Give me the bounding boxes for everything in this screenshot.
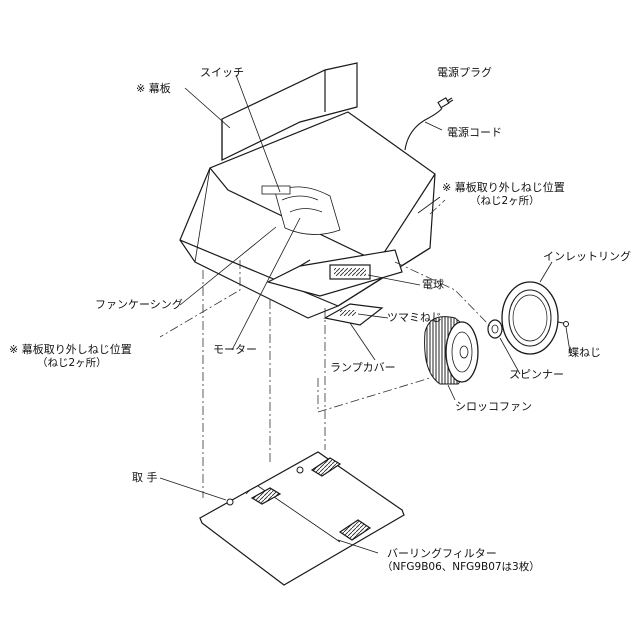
label-switch: スイッチ bbox=[200, 66, 244, 79]
filter-panel bbox=[198, 451, 405, 586]
label-sirocco-fan: シロッコファン bbox=[455, 400, 532, 413]
hood-body bbox=[179, 62, 436, 326]
label-screw-pos-top: ※ 幕板取り外しねじ位置 bbox=[442, 181, 565, 194]
label-filter: バーリングフィルター bbox=[387, 547, 497, 560]
label-butterfly-screw: 蝶ねじ bbox=[568, 346, 601, 359]
spinner bbox=[487, 319, 503, 339]
projection-lines bbox=[159, 199, 491, 498]
sirocco-fan bbox=[424, 316, 479, 385]
label-motor: モーター bbox=[213, 343, 257, 356]
power-cord bbox=[404, 97, 454, 151]
label-fan-casing: ファンケーシング bbox=[95, 298, 183, 311]
label-bulb: 電球 bbox=[422, 278, 444, 291]
label-tsumami-screw: ツマミねじ bbox=[387, 311, 442, 324]
label-inlet-ring: インレットリング bbox=[543, 250, 631, 263]
inlet-ring bbox=[501, 281, 569, 355]
leader-lines bbox=[159, 74, 571, 554]
label-power-cord: 電源コード bbox=[447, 126, 502, 139]
label-spinner: スピンナー bbox=[509, 368, 564, 381]
label-makuita: ※ 幕板 bbox=[136, 82, 171, 95]
label-screw-pos-left-sub: （ねじ2ヶ所） bbox=[37, 357, 107, 369]
label-screw-pos-top-sub: （ねじ2ヶ所） bbox=[470, 195, 540, 207]
label-lamp-cover: ランプカバー bbox=[330, 361, 396, 374]
label-handle: 取 手 bbox=[132, 471, 158, 484]
label-power-plug: 電源プラグ bbox=[437, 66, 492, 79]
label-filter-sub: （NFG9B06、NFG9B07は3枚） bbox=[382, 561, 540, 573]
label-screw-pos-left: ※ 幕板取り外しねじ位置 bbox=[9, 343, 132, 356]
